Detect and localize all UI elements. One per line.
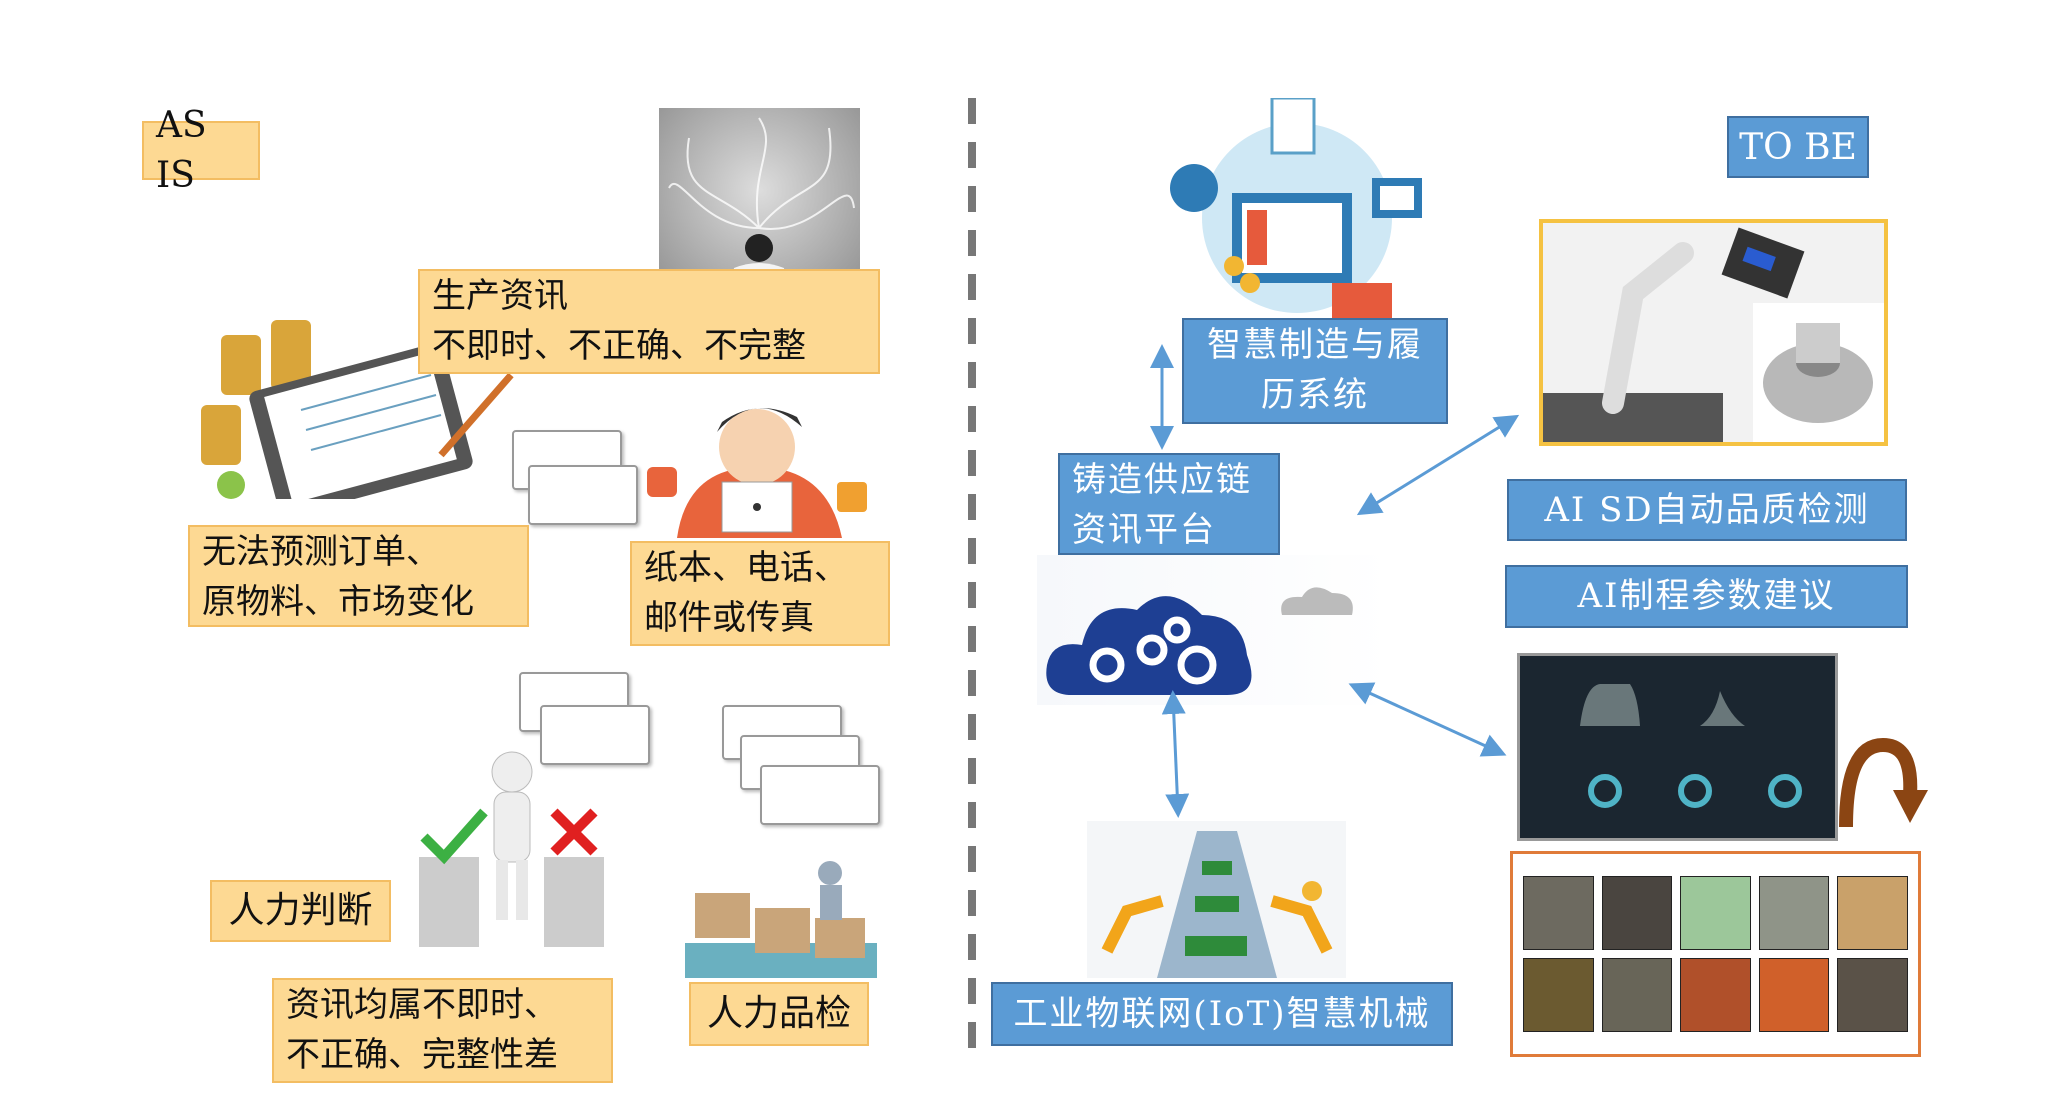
paper-stack-icon	[528, 465, 638, 525]
coins-plan-image	[201, 315, 519, 499]
globe-icon	[1170, 164, 1218, 212]
summary-line-1: 资讯均属不即时、	[286, 985, 558, 1025]
decision-person-image	[394, 742, 630, 959]
info-issue-line-2: 不即时、不正确、不完整	[432, 326, 806, 366]
casting-process-flow-image	[1510, 851, 1921, 1057]
manual-judgement-box: 人力判断	[210, 880, 391, 942]
manual-inspection-box: 人力品检	[689, 982, 869, 1046]
supply-chain-platform-box: 铸造供应链 资讯平台	[1058, 453, 1280, 555]
arrow-cloud-iot	[1161, 690, 1190, 818]
smart-manufacturing-illustration	[1162, 98, 1431, 321]
communication-issue-box: 纸本、电话、 邮件或传真	[630, 541, 890, 646]
forecast-issue-line-1: 无法预测订单、	[202, 532, 440, 572]
as-is-to-be-divider	[968, 98, 976, 1064]
ai-process-parameter-box: AI制程参数建议	[1505, 565, 1908, 628]
supply-chain-line-1: 铸造供应链	[1072, 460, 1252, 500]
ai-sd-inspection-box: AI SD自动品质检测	[1507, 479, 1907, 541]
paper-stack-icon	[760, 765, 880, 825]
robot-inspection-image	[1539, 219, 1888, 446]
dashboard-screenshot	[1517, 653, 1838, 841]
loop-arrow-icon	[1839, 737, 1928, 827]
iot-smart-factory-image	[1087, 821, 1346, 978]
cross-icon	[550, 808, 598, 856]
cloud-gears-image	[1037, 555, 1391, 705]
arrow-cloud-robot	[1356, 414, 1520, 516]
manual-inspection-image	[685, 853, 877, 978]
smart-mfg-line-2: 历系统	[1261, 375, 1369, 415]
gear-icon	[1089, 616, 1217, 685]
comm-issue-line-2: 邮件或传真	[644, 598, 814, 638]
info-issue-box: 生产资讯 不即时、不正确、不完整	[418, 269, 880, 374]
busy-office-worker-image	[637, 387, 882, 538]
summary-issue-box: 资讯均属不即时、 不正确、完整性差	[272, 978, 613, 1083]
forecast-issue-box: 无法预测订单、 原物料、市场变化	[188, 525, 529, 627]
info-issue-line-1: 生产资讯	[432, 276, 568, 316]
summary-line-2: 不正确、完整性差	[286, 1035, 558, 1075]
smart-mfg-line-1: 智慧制造与履	[1207, 325, 1423, 365]
smart-manufacturing-system-box: 智慧制造与履 历系统	[1182, 318, 1448, 424]
supply-chain-line-2: 资讯平台	[1072, 510, 1216, 550]
check-icon	[420, 808, 488, 865]
forecast-issue-line-2: 原物料、市场变化	[202, 582, 474, 622]
iot-smart-machinery-box: 工业物联网(IoT)智慧机械	[991, 982, 1453, 1046]
paper-stack-icon	[540, 705, 650, 765]
comm-issue-line-1: 纸本、电话、	[644, 548, 848, 588]
to-be-label: TO BE	[1727, 116, 1869, 178]
arrow-cloud-dashboard	[1348, 682, 1507, 757]
